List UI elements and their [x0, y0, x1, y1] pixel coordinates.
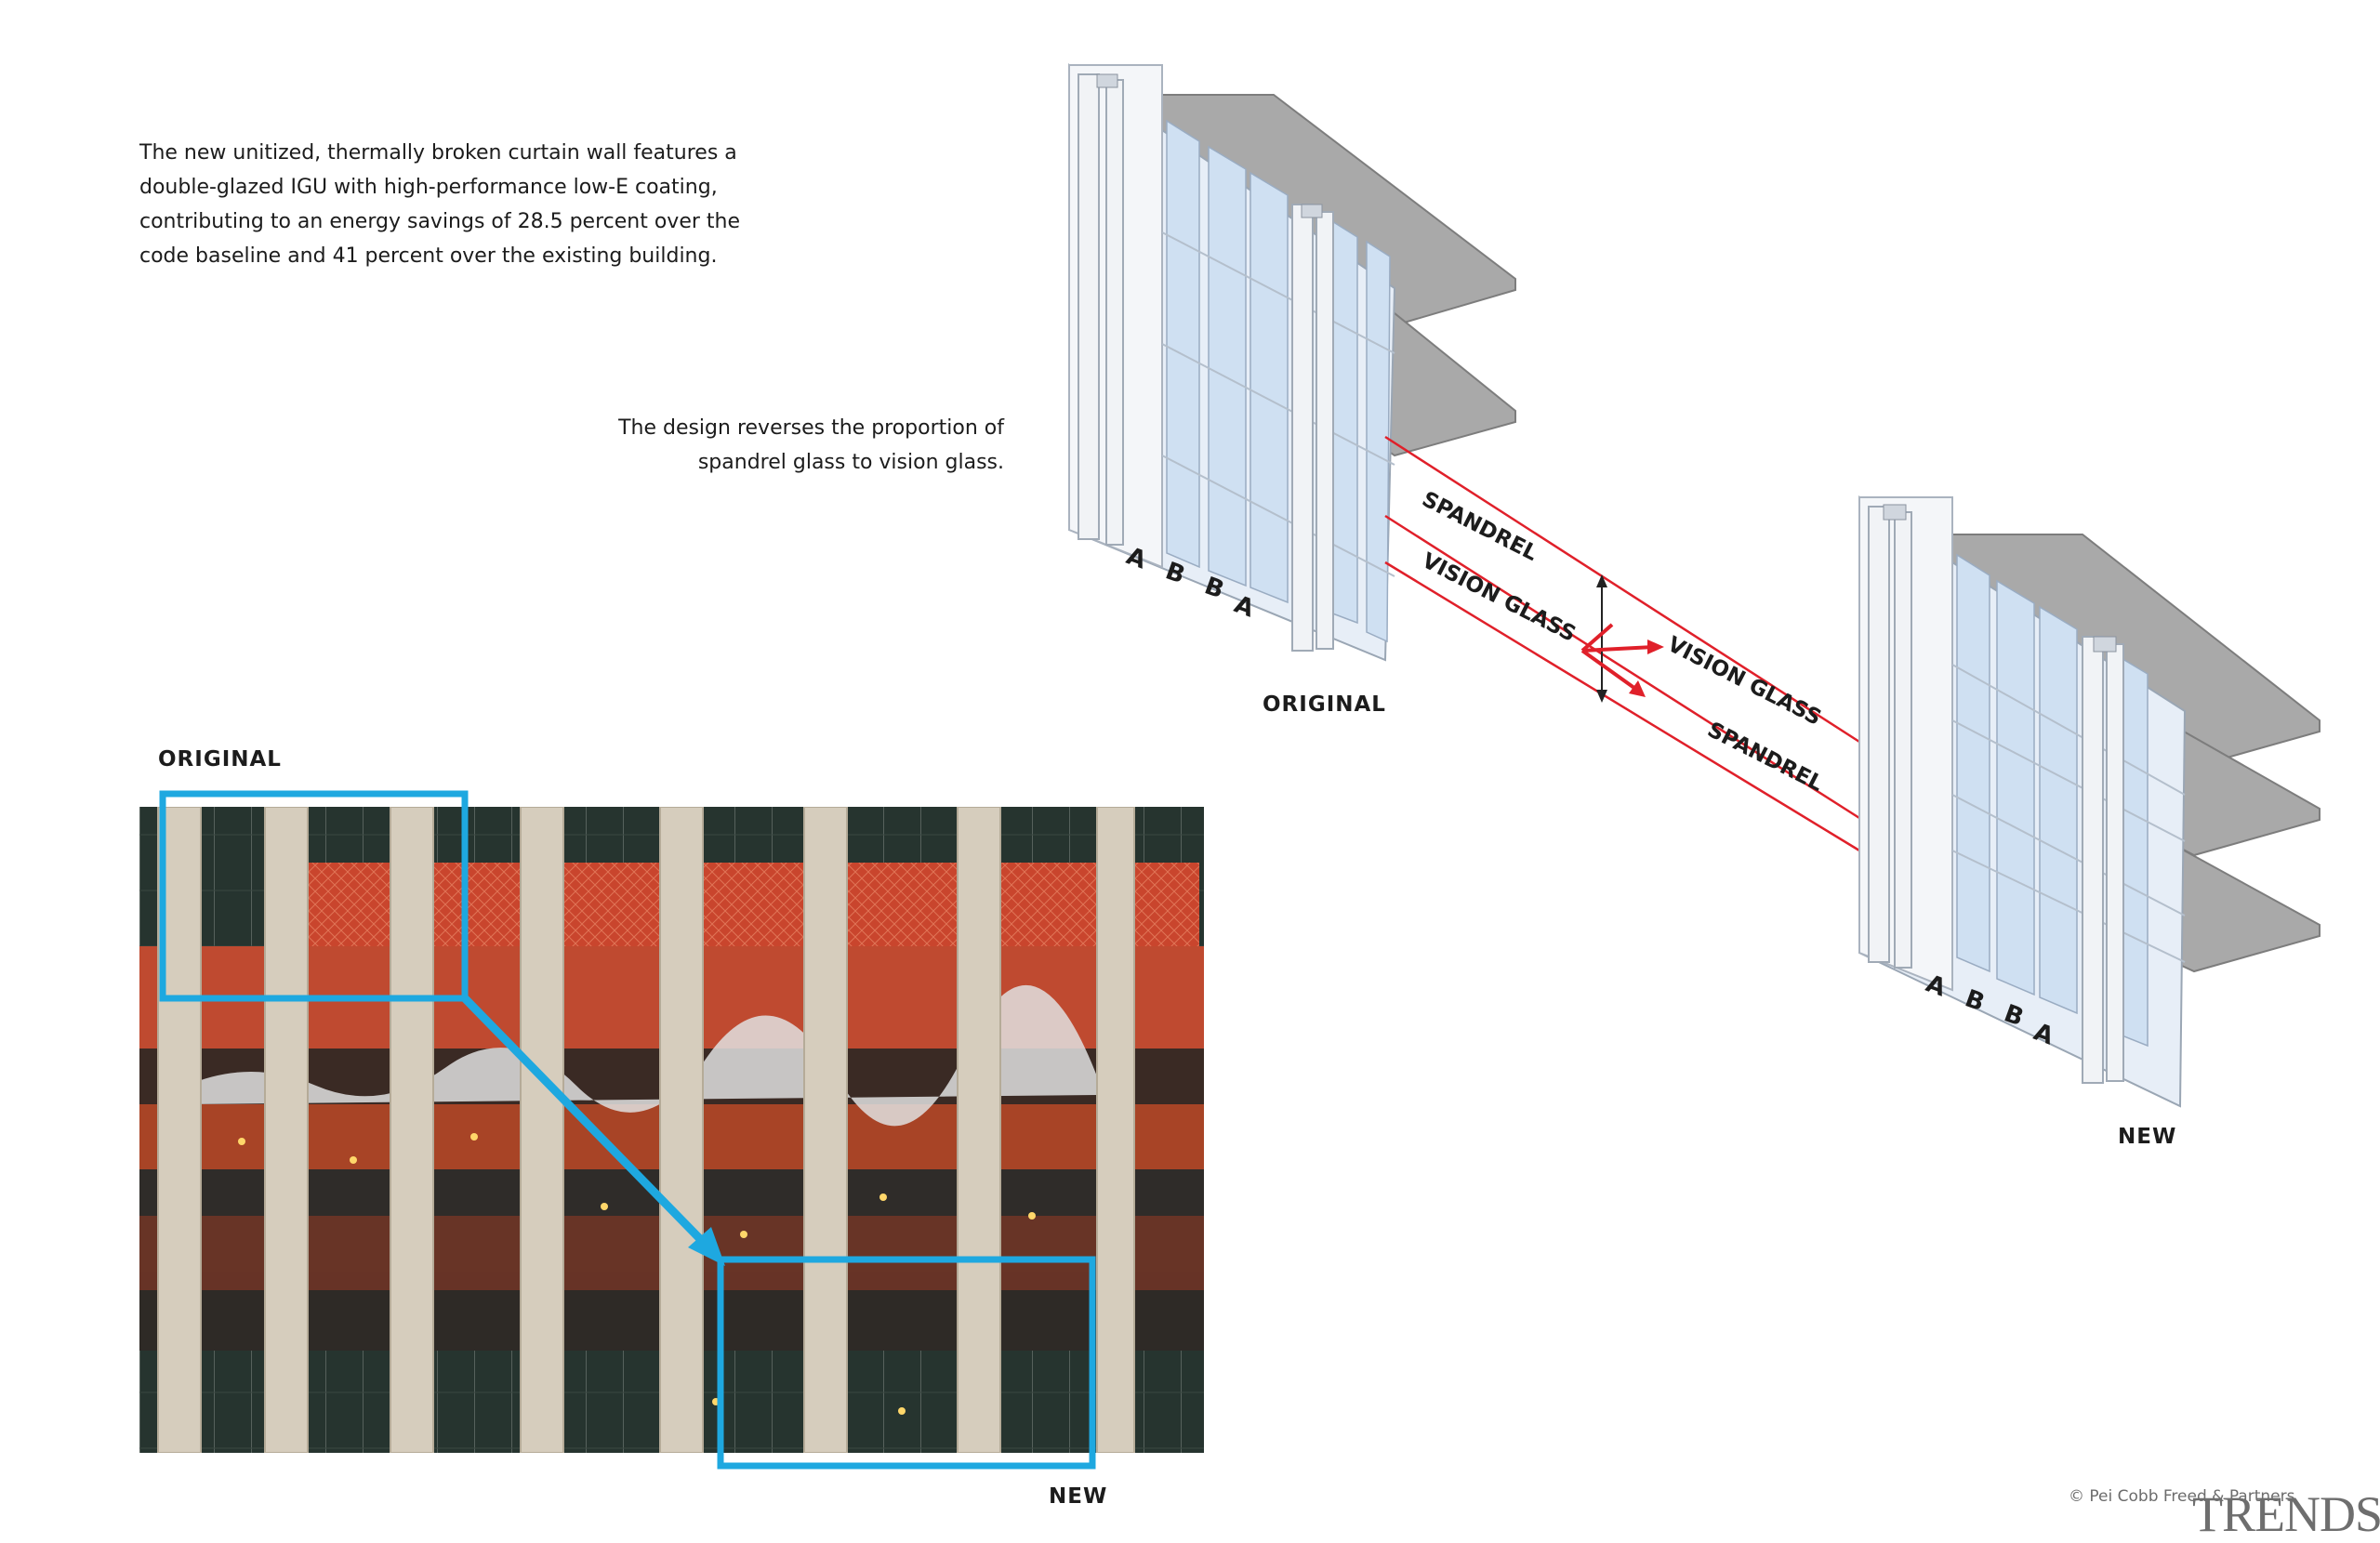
original-highlight-box	[159, 790, 469, 1002]
photo-highlights	[159, 790, 1096, 1470]
intro-text: The new unitized, thermally broken curta…	[139, 141, 741, 268]
original-bay-letter: A	[1123, 542, 1150, 574]
design-note-line1: The design reverses the proportion of	[618, 416, 1004, 440]
photo-original-label: ORIGINAL	[158, 747, 282, 772]
new-bay-letter: A	[2030, 1018, 2057, 1050]
new-bay-letter: B	[2001, 999, 2028, 1032]
original-wall-diagram	[1068, 63, 1516, 662]
photo-new-label: NEW	[1049, 1484, 1108, 1509]
new-bay-letter: B	[1962, 984, 1989, 1017]
diagram-original-label: ORIGINAL	[1263, 692, 1386, 717]
new-highlight-box	[717, 1256, 1096, 1470]
diagram-new-label: NEW	[2118, 1125, 2177, 1149]
original-bay-letters: A B B A	[1123, 542, 1258, 623]
new-vision-label: VISION GLASS	[1663, 632, 1825, 731]
comparison-annotations: SPANDREL VISION GLASS VISION GLASS SPAND…	[1384, 435, 1860, 852]
new-wall-diagram	[1858, 495, 2320, 1108]
building-photo	[139, 807, 1204, 1453]
new-bay-letters: A B B A	[1923, 969, 2057, 1050]
original-curtain-wall	[1068, 63, 1396, 662]
reverse-arrows	[1580, 574, 1664, 703]
original-bay-letter: B	[1201, 572, 1228, 604]
photo-credit: © Pei Cobb Freed & Partners	[2069, 1487, 2295, 1506]
design-note: The design reverses the proportion of sp…	[521, 411, 1004, 480]
original-bay-letter: B	[1162, 557, 1189, 589]
design-note-line2: spandrel glass to vision glass.	[697, 451, 1004, 474]
original-bay-letter: A	[1231, 590, 1258, 623]
new-bay-letter: A	[1923, 969, 1950, 1002]
new-curtain-wall	[1858, 495, 2187, 1108]
new-spandrel-label: SPANDREL	[1703, 718, 1827, 797]
original-to-new-arrow	[461, 995, 708, 1247]
trends-logo: TRENDS	[2192, 1486, 2380, 1542]
